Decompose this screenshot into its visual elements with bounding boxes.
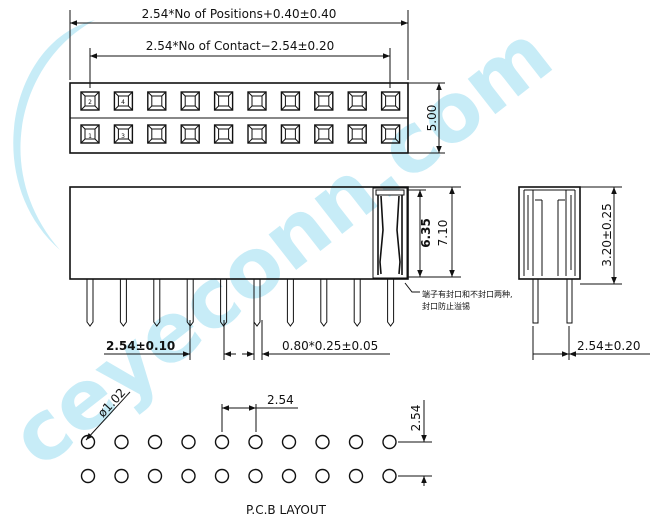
side-pin — [153, 279, 161, 327]
pin-number-4: 4 — [121, 99, 125, 106]
pcb-hole — [147, 434, 163, 450]
pcb-pitch-x-label: 2.54 — [267, 393, 294, 407]
end-height-label: 3.20±0.25 — [600, 203, 614, 267]
pcb-hole — [80, 468, 96, 484]
pcb-hole — [281, 468, 297, 484]
pcb-hole — [248, 434, 263, 450]
end-pitch-label: 2.54±0.20 — [577, 339, 641, 353]
side-pin — [353, 279, 361, 327]
pcb-hole — [382, 434, 397, 450]
overall-length-label: 2.54*No of Positions+0.40±0.40 — [142, 7, 337, 21]
contact-span-label: 2.54*No of Contact−2.54±0.20 — [146, 39, 334, 53]
pin-cell — [80, 91, 100, 111]
pcb-hole — [248, 468, 263, 484]
end-housing-outline — [518, 186, 581, 280]
note-line-2: 封口防止溢锡 — [422, 301, 470, 311]
pin-cell — [113, 124, 134, 144]
side-pin — [286, 279, 294, 327]
pcb-hole — [281, 434, 297, 450]
outer-height-label: 7.10 — [436, 220, 450, 247]
side-pin — [320, 279, 328, 327]
pin-cell — [180, 91, 200, 111]
pin-cell — [380, 124, 401, 144]
top-view: 2.54*No of Positions+0.40±0.40 2.54*No o… — [69, 7, 445, 154]
pcb-hole — [214, 434, 230, 450]
pin-number-2: 2 — [88, 99, 92, 106]
side-pin — [387, 279, 395, 327]
pin-number-1: 1 — [88, 133, 92, 140]
side-pin — [253, 279, 261, 327]
pin-cell-grid — [80, 91, 401, 144]
side-pins — [86, 279, 395, 327]
pin-cell — [147, 91, 167, 111]
pcb-hole — [382, 468, 397, 484]
pin-cell — [314, 91, 334, 111]
pcb-hole-grid — [80, 434, 397, 484]
end-view: 3.20±0.25 2.54±0.20 — [518, 186, 650, 360]
pcb-hole — [315, 468, 330, 484]
pin-cell — [213, 124, 234, 144]
pitch-label: 2.54±0.10 — [106, 339, 175, 353]
pin-cell — [347, 91, 367, 111]
pin-cell — [213, 91, 234, 111]
pin-cell — [113, 91, 134, 111]
pin-cell — [380, 91, 401, 111]
watermark-text: ceyeconn.com — [0, 7, 570, 486]
side-view: 6.35 7.10 端子有封口和不封口两种, 封口防止溢锡 2.54±0.10 … — [69, 186, 513, 360]
inner-height-label: 6.35 — [419, 218, 433, 248]
pin-size-label: 0.80*0.25±0.05 — [282, 339, 378, 353]
pin-cell — [80, 124, 100, 144]
pin-cell — [147, 124, 167, 144]
pcb-hole — [114, 468, 129, 484]
pcb-hole — [181, 468, 196, 484]
side-pin — [86, 279, 94, 327]
side-housing-outline — [69, 186, 409, 280]
pcb-hole — [114, 434, 129, 450]
pcb-hole — [348, 468, 364, 484]
pcb-hole — [315, 434, 330, 450]
pin-cell — [280, 124, 301, 144]
pin-cell — [180, 124, 200, 144]
pcb-hole — [348, 434, 364, 450]
pin-cell — [247, 91, 267, 111]
pcb-pitch-y-label: 2.54 — [409, 405, 423, 432]
pin-cell — [247, 124, 267, 144]
pin-cell — [314, 124, 334, 144]
pcb-layout-title: P.C.B LAYOUT — [246, 503, 327, 517]
watermark: ceyeconn.com — [0, 7, 570, 486]
pin-cell — [347, 124, 367, 144]
top-height-label: 5.00 — [425, 105, 439, 132]
pcb-hole — [147, 468, 163, 484]
side-pin — [119, 279, 127, 327]
pcb-hole — [214, 468, 230, 484]
pin-number-3: 3 — [121, 133, 125, 140]
pcb-hole — [181, 434, 196, 450]
pin-cell — [280, 91, 301, 111]
note-line-1: 端子有封口和不封口两种, — [422, 289, 513, 299]
